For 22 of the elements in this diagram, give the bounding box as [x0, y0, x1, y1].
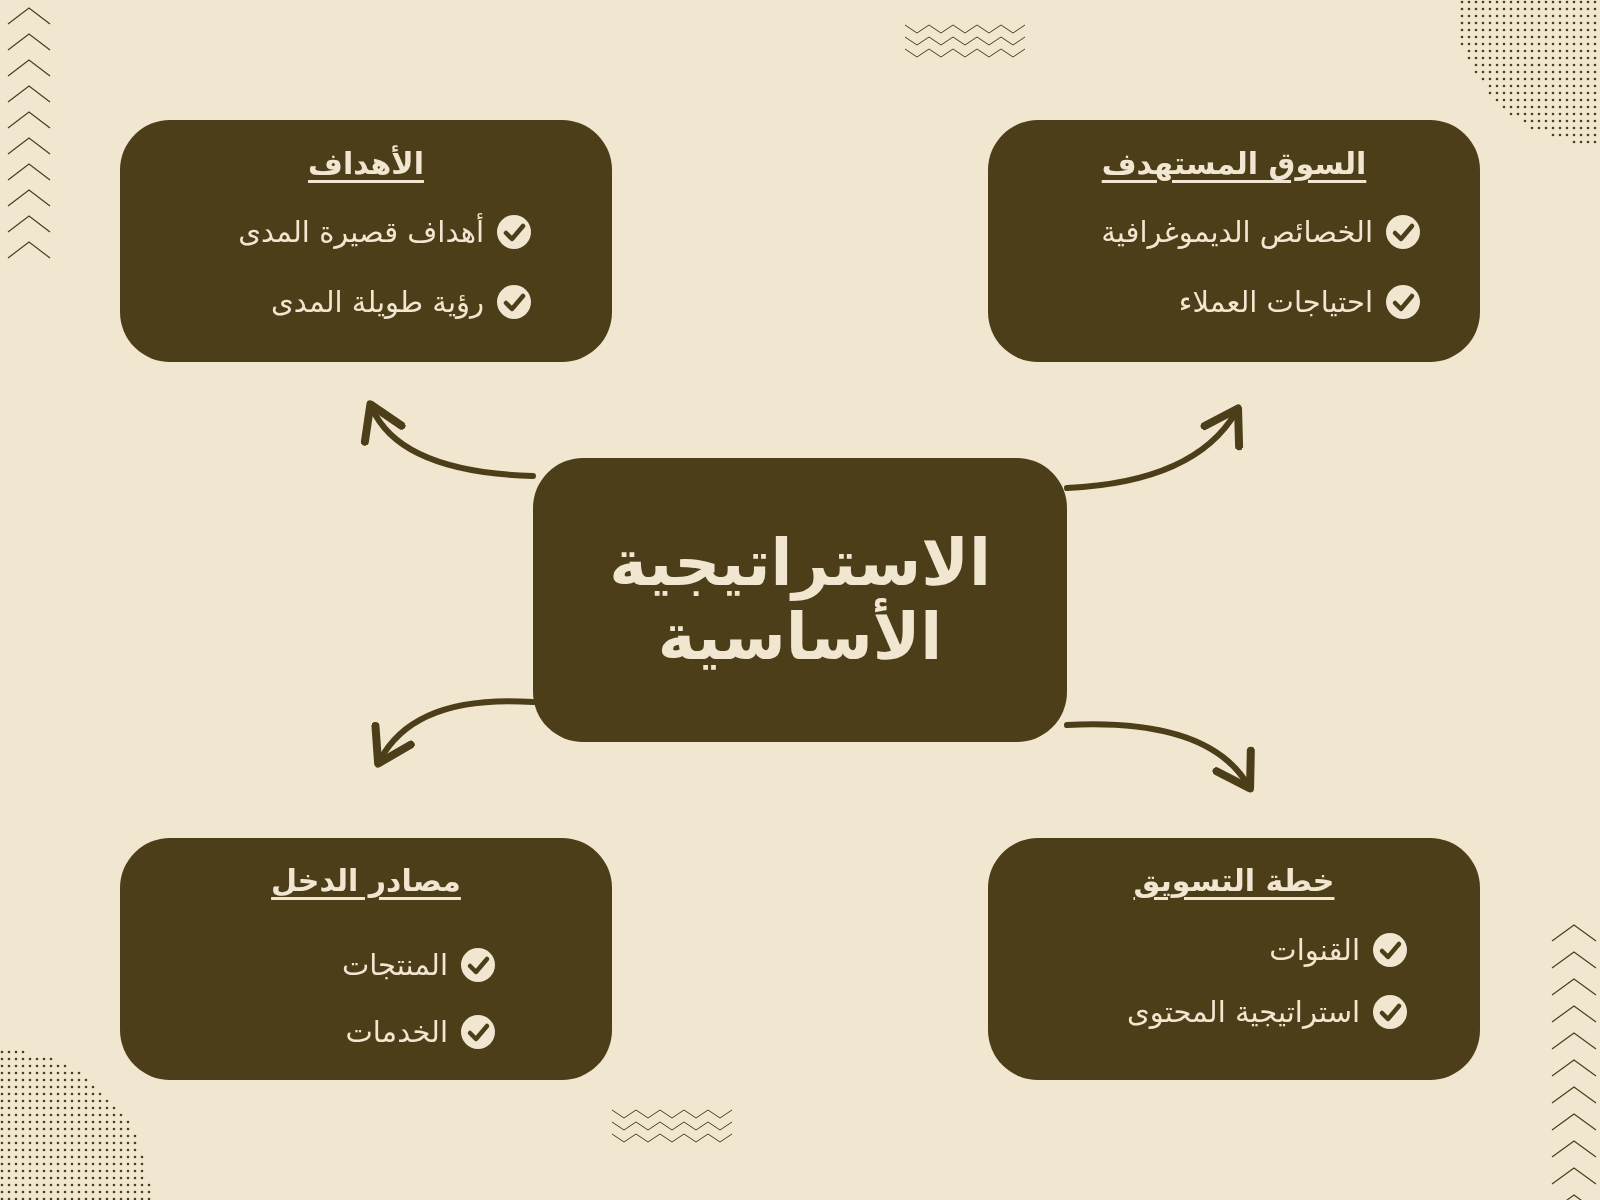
card [988, 120, 1480, 362]
list-item: القنوات [1269, 932, 1360, 969]
list-item: احتياجات العملاء [1178, 284, 1373, 321]
card-heading: مصادر الدخل [271, 863, 461, 898]
list-item: أهداف قصيرة المدى [238, 213, 484, 251]
card [120, 838, 612, 1080]
list-item: رؤية طويلة المدى [271, 284, 484, 321]
card [988, 838, 1480, 1080]
list-item: الخدمات [345, 1014, 448, 1051]
curved-arrow [373, 698, 536, 768]
list-item: المنتجات [341, 947, 448, 984]
card-heading: الأهداف [308, 146, 424, 181]
curved-arrow [1064, 404, 1243, 491]
card [120, 120, 612, 362]
card-heading: خطة التسويق [1133, 863, 1335, 898]
curved-arrow [363, 400, 536, 479]
list-item: استراتيجية المحتوى [1126, 994, 1360, 1031]
list-item: الخصائص الديموغرافية [1101, 214, 1373, 251]
title-box [533, 458, 1067, 742]
curved-arrow [1064, 721, 1255, 793]
title-text: الاستراتيجية الأساسية [608, 526, 992, 674]
card-heading: السوق المستهدف [1101, 146, 1367, 181]
